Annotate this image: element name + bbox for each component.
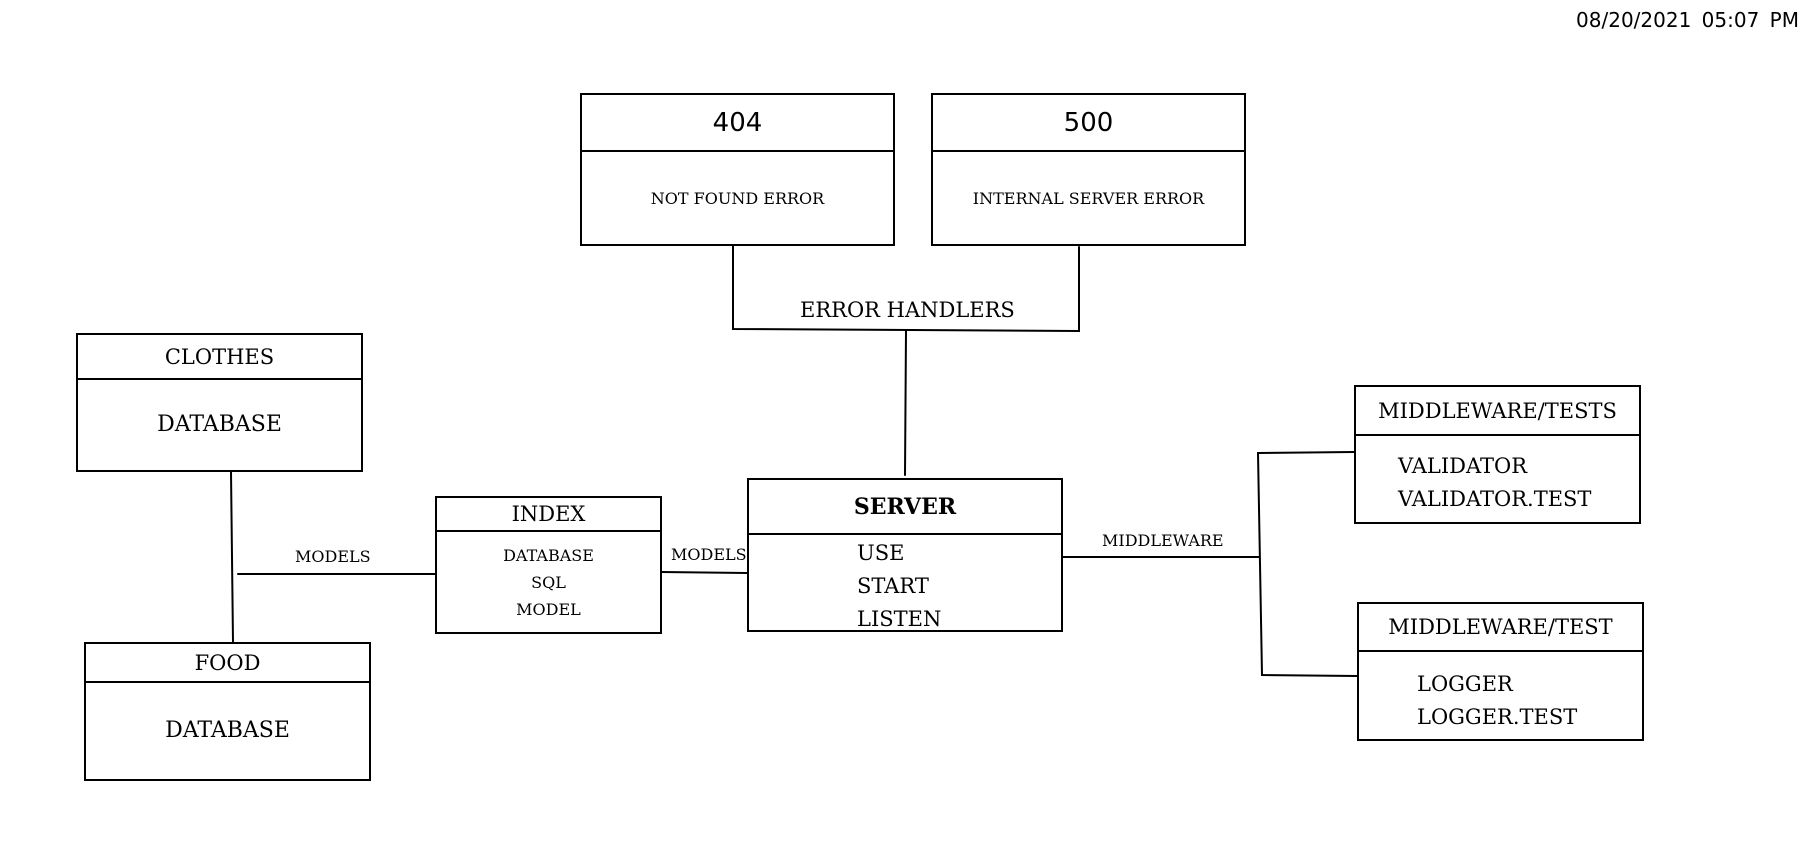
models-label-left: MODELS <box>295 547 371 566</box>
server-title: SERVER <box>749 480 1061 535</box>
middleware-test-box: MIDDLEWARE/TEST LOGGER LOGGER.TEST <box>1357 602 1644 741</box>
connector-clothes-to-food <box>230 471 234 643</box>
middleware-test-title: MIDDLEWARE/TEST <box>1359 604 1642 652</box>
middleware-test-items: LOGGER LOGGER.TEST <box>1359 652 1642 734</box>
middleware-tests-title: MIDDLEWARE/TESTS <box>1356 387 1639 436</box>
middleware-tests-box: MIDDLEWARE/TESTS VALIDATOR VALIDATOR.TES… <box>1354 385 1641 524</box>
models-label-right: MODELS <box>671 545 747 564</box>
index-title: INDEX <box>437 498 660 532</box>
error-500-title: 500 <box>933 95 1244 152</box>
server-items: USE START LISTEN <box>749 535 1061 636</box>
index-items: DATABASE SQL MODEL <box>437 532 660 623</box>
clothes-title: CLOTHES <box>78 335 361 380</box>
middleware-item-validator-test: VALIDATOR.TEST <box>1398 487 1592 511</box>
server-item-use: USE <box>857 541 905 565</box>
error-handlers-label: ERROR HANDLERS <box>800 298 1015 322</box>
index-item-sql: SQL <box>531 573 566 592</box>
connector-middleware-bracket <box>1256 451 1358 677</box>
food-title: FOOD <box>86 644 369 683</box>
index-box: INDEX DATABASE SQL MODEL <box>435 496 662 634</box>
error-404-description: NOT FOUND ERROR <box>650 188 825 208</box>
middleware-item-validator: VALIDATOR <box>1398 454 1528 478</box>
connector-404-to-error-handlers <box>732 244 1080 333</box>
server-item-listen: LISTEN <box>857 607 942 631</box>
timestamp: 08/20/2021 05:07 PM <box>1576 8 1799 32</box>
error-404-box: 404 NOT FOUND ERROR <box>580 93 895 246</box>
clothes-box: CLOTHES DATABASE <box>76 333 363 472</box>
connector-error-handlers-to-server <box>904 330 907 476</box>
middleware-label: MIDDLEWARE <box>1102 531 1224 550</box>
food-database: DATABASE <box>165 717 290 743</box>
error-500-description: INTERNAL SERVER ERROR <box>972 188 1205 208</box>
connector-index-to-server <box>660 571 748 574</box>
index-item-database: DATABASE <box>503 546 594 565</box>
error-500-box: 500 INTERNAL SERVER ERROR <box>931 93 1246 246</box>
server-item-start: START <box>857 574 929 598</box>
middleware-item-logger: LOGGER <box>1417 672 1513 696</box>
error-404-title: 404 <box>582 95 893 152</box>
server-box: SERVER USE START LISTEN <box>747 478 1063 632</box>
clothes-database: DATABASE <box>157 411 282 437</box>
middleware-item-logger-test: LOGGER.TEST <box>1417 705 1578 729</box>
index-item-model: MODEL <box>516 600 581 619</box>
middleware-tests-items: VALIDATOR VALIDATOR.TEST <box>1356 436 1639 516</box>
food-box: FOOD DATABASE <box>84 642 371 781</box>
